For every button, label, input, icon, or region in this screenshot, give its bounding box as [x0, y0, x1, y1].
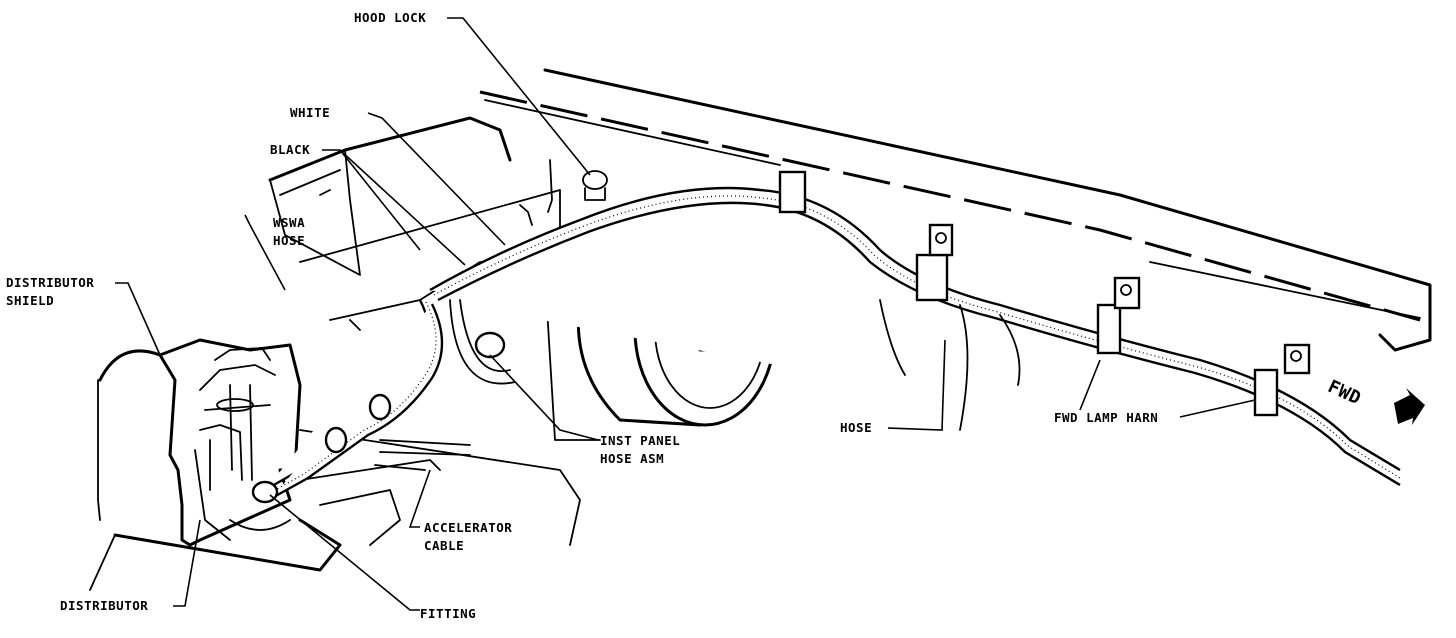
label-wsma-hose-line1: WSWA [273, 215, 306, 230]
label-fwd-lamp-harn: FWD LAMP HARN [1054, 410, 1159, 425]
label-inst-panel-line2: HOSE ASM [600, 451, 665, 466]
label-accelerator-line1: ACCELERATOR [424, 520, 513, 535]
label-hood-lock: HOOD LOCK [354, 10, 427, 25]
label-wsma-hose-line2: HOSE [273, 233, 306, 248]
label-distributor: DISTRIBUTOR [60, 598, 149, 613]
label-white: WHITE [290, 105, 331, 120]
distributor-body [194, 424, 243, 541]
leader-lines [115, 17, 1256, 611]
label-inst-panel-line1: INST PANEL [600, 433, 681, 448]
fwd-arrow-icon [1394, 388, 1425, 425]
label-accelerator-line2: CABLE [424, 538, 465, 553]
label-distributor-shield-line2: SHIELD [6, 293, 55, 308]
label-hose: HOSE [840, 420, 873, 435]
fwd-lamp-harness-hose [429, 186, 1401, 487]
label-fitting: FITTING [420, 606, 477, 621]
label-distributor-shield-line1: DISTRIBUTOR [6, 275, 95, 290]
loose-hose [879, 299, 1021, 431]
wswa-hose [251, 299, 444, 504]
fender-edge [479, 68, 1432, 352]
inst-panel-hose-loop [449, 299, 516, 385]
harness-clips [778, 170, 1311, 417]
lower-panels [89, 429, 581, 591]
label-black: BLACK [270, 142, 311, 157]
hood-lock-bracket [519, 159, 608, 226]
distributor-shield-shape [97, 338, 302, 547]
